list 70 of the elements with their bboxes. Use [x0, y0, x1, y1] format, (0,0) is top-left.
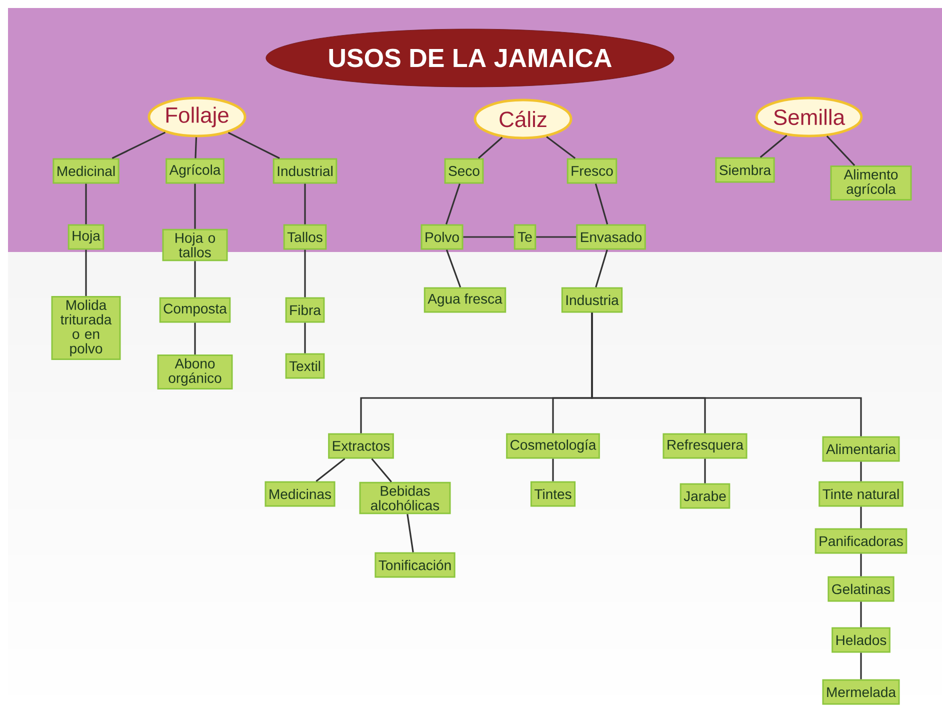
- connector-line: [446, 184, 461, 224]
- concept-box: Molida triturada o en polvo: [51, 296, 121, 360]
- connector-line: [860, 554, 862, 576]
- connector-line: [704, 458, 706, 484]
- concept-box: Refresquera: [662, 433, 748, 459]
- connector-line: [552, 458, 554, 482]
- connector-line: [463, 236, 514, 238]
- connector-line: [591, 312, 862, 436]
- connector-line: [536, 236, 576, 238]
- title-oval: USOS DE LA JAMAICA: [266, 28, 674, 88]
- concept-box: Te: [514, 224, 536, 250]
- connector-line: [860, 462, 862, 482]
- concept-box: Seco: [444, 158, 484, 184]
- concept-box: Tonificación: [374, 552, 456, 578]
- connector-line: [595, 250, 608, 288]
- concept-box: Composta: [159, 297, 231, 323]
- connector-line: [85, 250, 87, 296]
- connector-line: [194, 137, 198, 158]
- concept-box: Bebidas alcohólicas: [359, 482, 451, 514]
- concept-box: Panificadoras: [814, 528, 908, 554]
- concept-box: Abono orgánico: [157, 354, 233, 390]
- concept-box: Hoja o tallos: [162, 228, 228, 262]
- connector-line: [304, 184, 306, 224]
- concept-box: Polvo: [420, 224, 464, 250]
- concept-box: Medicinal: [52, 158, 120, 184]
- concept-box: Extractos: [328, 433, 394, 459]
- category-oval: Follaje: [148, 96, 246, 138]
- connector-line: [446, 249, 462, 288]
- connector-line: [304, 250, 306, 298]
- concept-box: Medicinas: [264, 481, 336, 507]
- concept-box: Industria: [561, 287, 623, 313]
- connector-line: [194, 322, 196, 354]
- connector-line: [304, 322, 306, 354]
- concept-box: Hoja: [68, 224, 104, 250]
- connector-line: [228, 132, 280, 159]
- connector-line: [406, 514, 414, 552]
- connector-line: [826, 136, 856, 166]
- concept-box: Agrícola: [166, 158, 224, 184]
- connector-line: [546, 136, 576, 159]
- connector-line: [85, 184, 87, 224]
- concept-box: Envasado: [576, 224, 646, 250]
- concept-box: Jarabe: [680, 483, 730, 509]
- connector-line: [371, 458, 392, 482]
- concept-box: Fibra: [285, 297, 325, 323]
- connector-line: [112, 132, 166, 159]
- connector-line: [760, 134, 788, 158]
- concept-box: Alimentaria: [822, 436, 900, 462]
- concept-box: Gelatinas: [828, 576, 894, 602]
- connector-line: [194, 184, 196, 229]
- category-oval: Cáliz: [474, 98, 572, 140]
- connector-line: [860, 652, 862, 680]
- concept-box: Tinte natural: [818, 481, 904, 507]
- connector-line: [860, 506, 862, 528]
- concept-box: Alimento agrícola: [830, 165, 912, 201]
- connector-line: [194, 261, 196, 298]
- connector-line: [860, 602, 862, 628]
- concept-box: Textil: [285, 353, 325, 379]
- concept-box: Cosmetología: [506, 433, 600, 459]
- connector-line: [316, 458, 346, 482]
- concept-box: Siembra: [715, 157, 775, 183]
- connector-line: [594, 184, 608, 224]
- connector-line: [478, 136, 503, 159]
- concept-box: Tallos: [283, 224, 327, 250]
- concept-box: Mermelada: [822, 679, 900, 705]
- concept-box: Tintes: [530, 481, 576, 507]
- category-oval: Semilla: [755, 96, 863, 138]
- concept-box: Industrial: [272, 158, 338, 184]
- concept-box: Helados: [832, 627, 890, 653]
- concept-box: Agua fresca: [424, 287, 506, 313]
- concept-box: Fresco: [566, 158, 618, 184]
